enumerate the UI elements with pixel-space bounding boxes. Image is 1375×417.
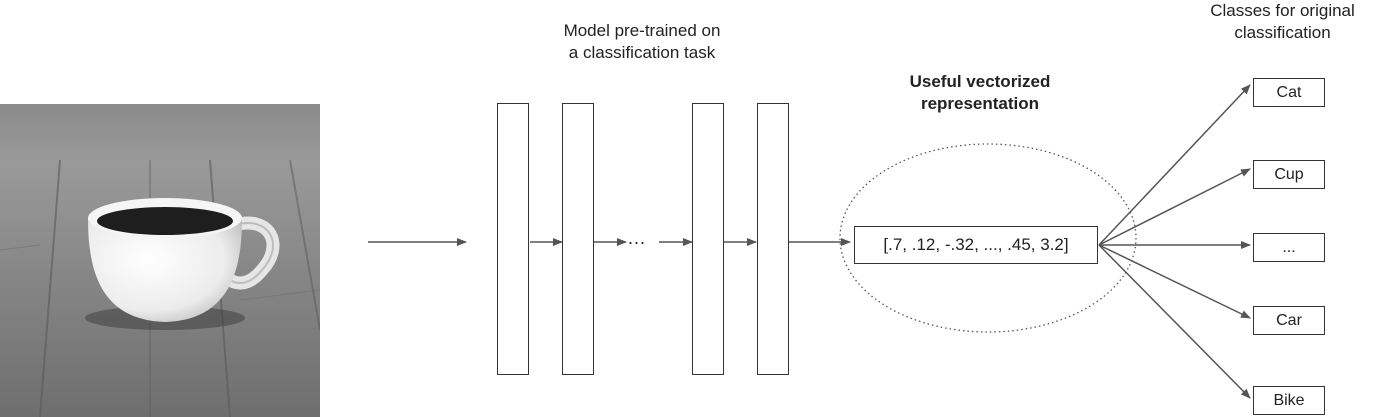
class-arrow-bike <box>1098 244 1251 399</box>
class-box-cup: Cup <box>1253 160 1325 189</box>
classes-caption-line-1: Classes for original <box>1210 1 1355 20</box>
vector-values: [.7, .12, -.32, ..., .45, 3.2] <box>883 235 1069 254</box>
vector-caption-line-2: representation <box>920 94 1040 113</box>
class-box-other: ... <box>1253 233 1325 262</box>
network-layer-3 <box>692 103 724 375</box>
class-arrow-cup <box>1098 168 1251 246</box>
vector-caption-line-1: Useful vectorized <box>909 72 1051 91</box>
class-arrow-cat <box>1098 84 1251 246</box>
network-layer-4 <box>757 103 789 375</box>
layer-ellipsis: ... <box>628 228 647 248</box>
vector-caption: Useful vectorized representation <box>870 71 1090 115</box>
classes-caption: Classes for original classification <box>1190 0 1375 44</box>
class-label-cup: Cup <box>1274 165 1304 183</box>
class-box-bike: Bike <box>1253 386 1325 415</box>
model-caption: Model pre-trained on a classification ta… <box>520 20 764 64</box>
class-box-car: Car <box>1253 306 1325 335</box>
class-label-car: Car <box>1276 311 1302 329</box>
network-layer-1 <box>497 103 529 375</box>
class-label-cat: Cat <box>1276 83 1302 101</box>
model-caption-line-1: Model pre-trained on <box>563 21 721 40</box>
class-arrow-car <box>1098 244 1251 319</box>
representation-ellipse <box>839 143 1137 333</box>
class-label-bike: Bike <box>1273 391 1305 409</box>
class-box-cat: Cat <box>1253 78 1325 107</box>
model-caption-line-2: a classification task <box>568 43 716 62</box>
vector-representation-box: [.7, .12, -.32, ..., .45, 3.2] <box>854 226 1098 264</box>
network-layer-2 <box>562 103 594 375</box>
coffee-cup-photo <box>0 104 320 417</box>
classes-caption-line-2: classification <box>1234 23 1331 42</box>
class-label-other: ... <box>1282 238 1296 256</box>
